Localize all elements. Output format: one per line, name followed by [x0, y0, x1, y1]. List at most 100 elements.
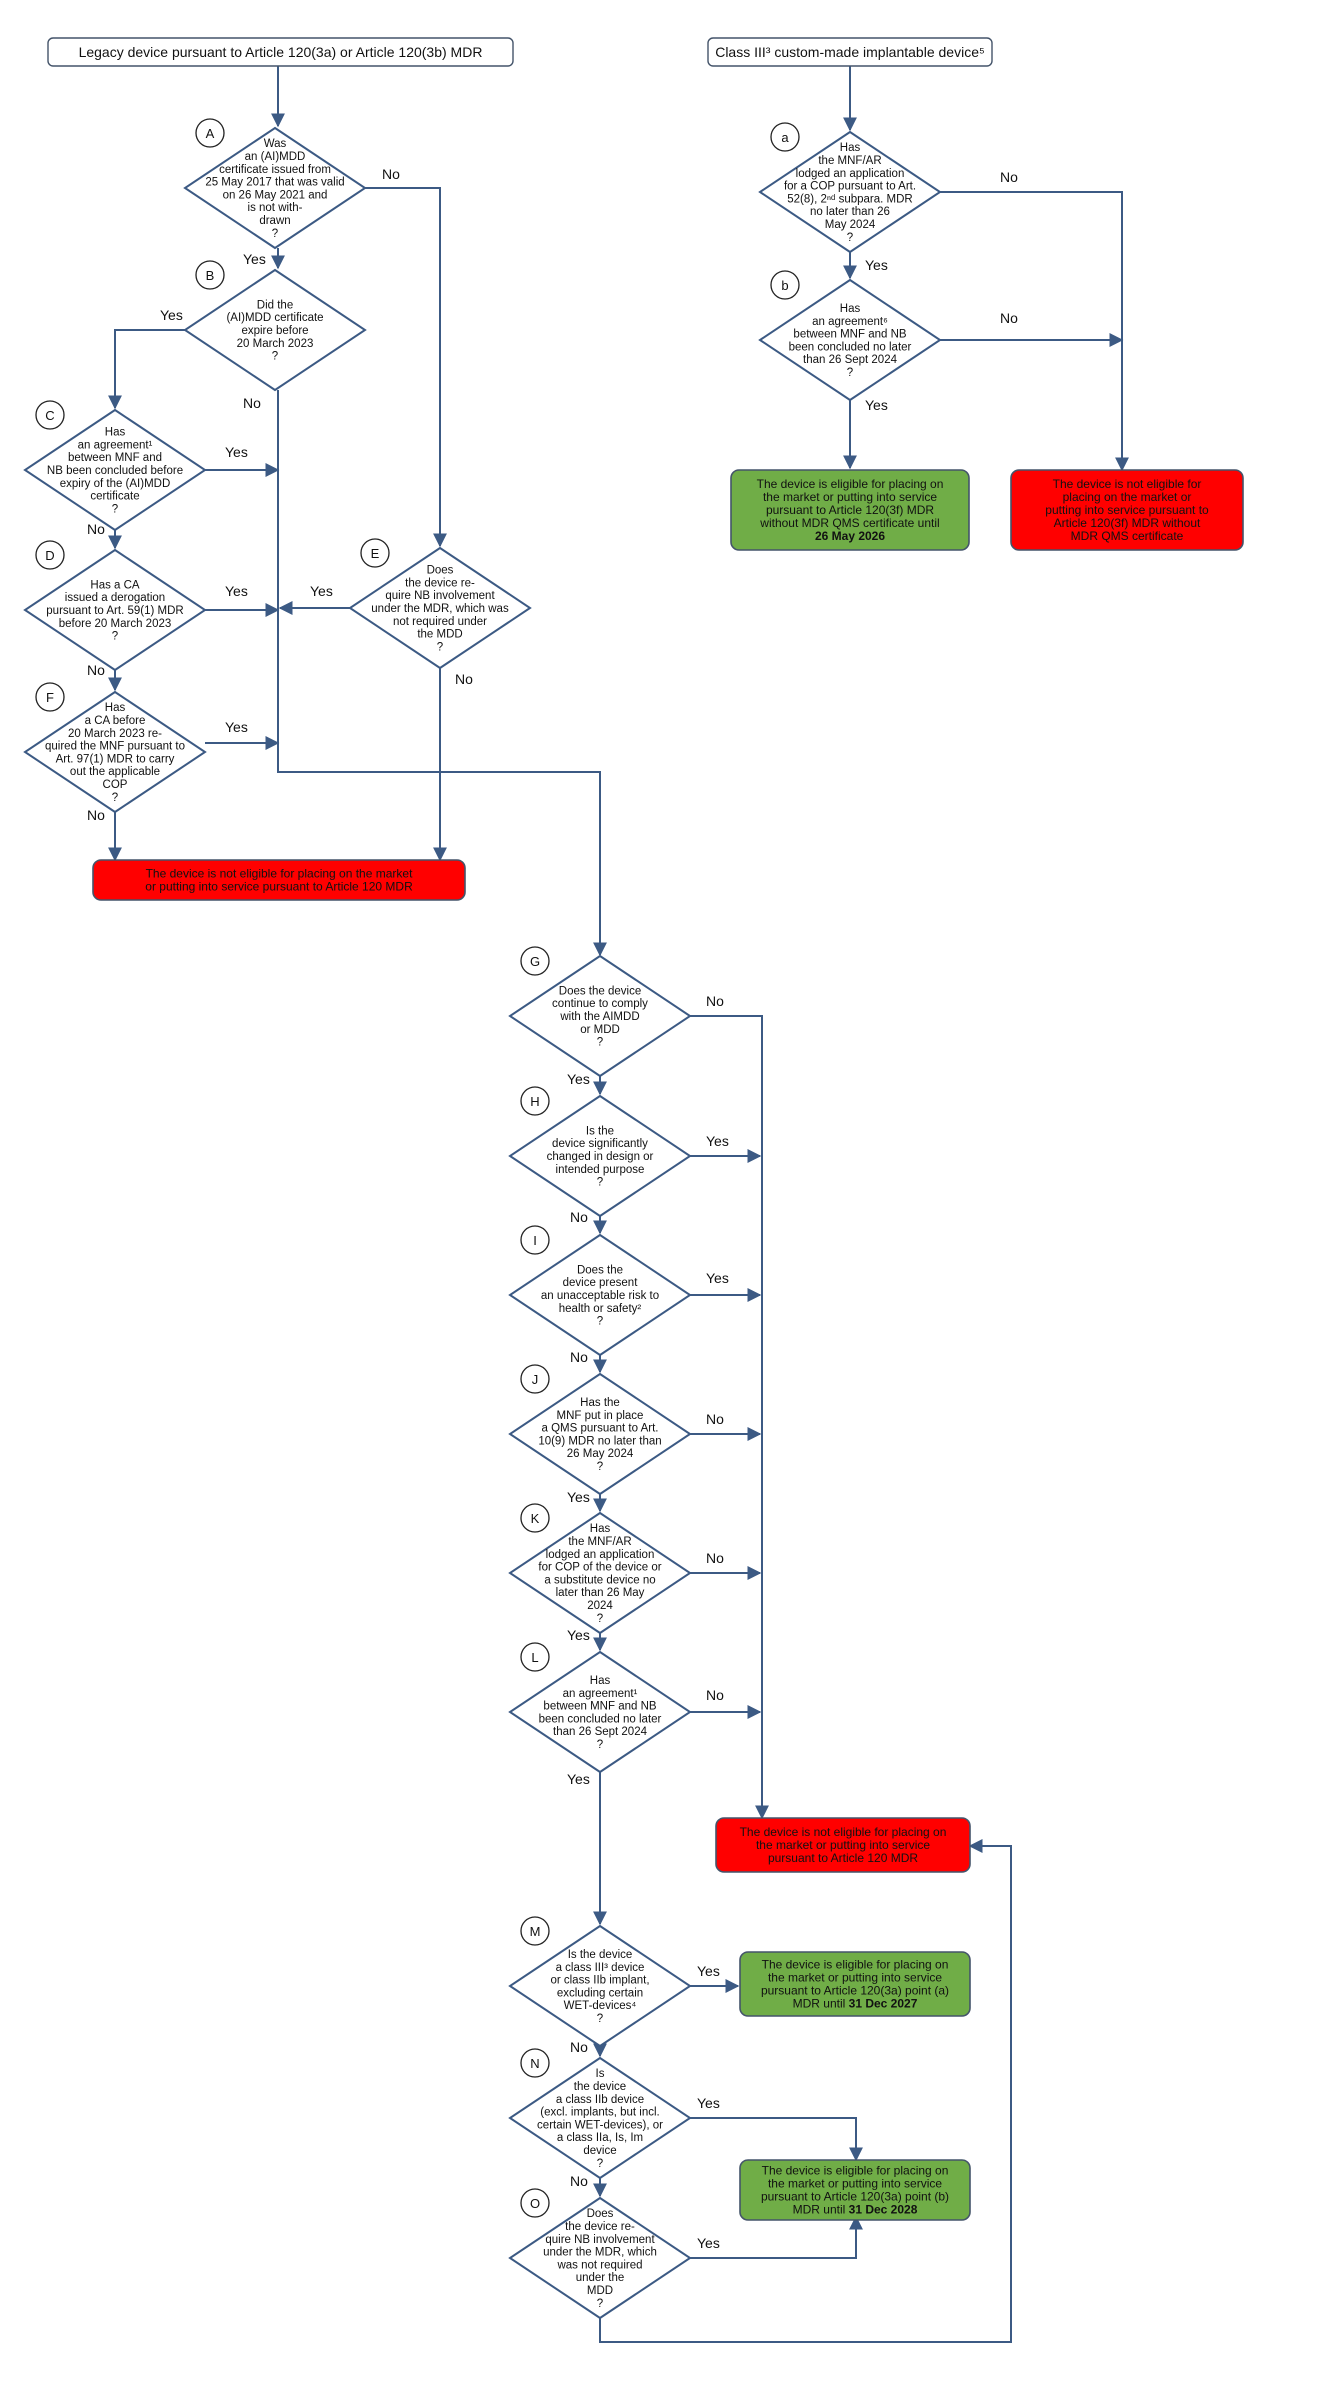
answer-label-yes: Yes	[706, 1270, 729, 1286]
header-box	[707, 37, 993, 67]
decision-text: quire NB involvement	[385, 590, 495, 602]
decision-text: the MNF/AR	[818, 155, 881, 167]
decision-text: Does the device	[559, 985, 641, 997]
decision-text: Has the	[580, 1397, 620, 1409]
outcome-deadline: MDR until 31 Dec 2028	[793, 2203, 918, 2217]
outcome-deadline: MDR until 31 Dec 2027	[793, 1997, 918, 2011]
decision-text: ?	[597, 1739, 603, 1751]
header-text: Legacy device pursuant to Article 120(3a…	[79, 44, 483, 60]
answer-label-no: No	[1000, 310, 1018, 326]
outcome-box	[739, 1951, 971, 2017]
outcome-text: pursuant to Article 120(3a) point (a)	[761, 1984, 949, 1998]
header-legacy-device: Legacy device pursuant to Article 120(3a…	[47, 37, 514, 67]
outcome-text: the market or putting into service	[756, 1838, 930, 1852]
decision-text: Has	[590, 1675, 611, 1687]
answer-label-yes: Yes	[225, 719, 248, 735]
answer-label-yes: Yes	[225, 444, 248, 460]
decision-text: or MDD	[580, 1024, 620, 1036]
outcome-text: placing on the market or	[1063, 490, 1192, 504]
step-marker	[195, 118, 225, 148]
outcome-text: The device is not eligible for placing o…	[740, 1825, 947, 1839]
decision-text: a class III³ device	[556, 1962, 645, 1974]
step-marker	[520, 1086, 550, 1116]
answer-label-no: No	[87, 807, 105, 823]
outcome-box	[739, 2159, 971, 2221]
step-letter: N	[530, 2056, 539, 2071]
outcome-text: or putting into service pursuant to Arti…	[145, 880, 413, 894]
step-letter: B	[206, 268, 215, 283]
decision-text: Was	[264, 138, 287, 150]
decision-text: certificate	[90, 491, 139, 503]
header-text: Class III³ custom-made implantable devic…	[715, 44, 985, 60]
decision-text: device significantly	[552, 1138, 648, 1150]
decision-text: under the	[576, 2272, 625, 2284]
answer-label-no: No	[706, 993, 724, 1009]
decision-text: drawn	[259, 215, 290, 227]
outcome-text: The device is not eligible for	[1053, 477, 1202, 491]
decision-text: ?	[597, 1461, 603, 1473]
decision-text: or class IIb implant,	[550, 1975, 649, 1987]
decision-text: issued a derogation	[65, 592, 165, 604]
outcome-text: pursuant to Article 120 MDR	[768, 1851, 918, 1865]
outcome-box	[715, 1817, 971, 1873]
answer-label-no: No	[706, 1687, 724, 1703]
decision-text: the MDD	[417, 629, 462, 641]
decision-text: device present	[563, 1277, 639, 1289]
decision-text: Is the device	[568, 1949, 633, 1961]
decision-text: MDD	[587, 2285, 613, 2297]
decision-text: ?	[597, 2298, 603, 2310]
decision-text: ?	[272, 351, 278, 363]
decision-text: Did the	[257, 299, 293, 311]
diagram-nodes: Legacy device pursuant to Article 120(3a…	[23, 37, 1244, 2320]
step-letter: G	[530, 954, 540, 969]
answer-label-no: No	[87, 521, 105, 537]
decision-text: (AI)MDD certificate	[226, 312, 323, 324]
outcome-text: The device is eligible for placing on	[762, 2164, 949, 2178]
outcome-box	[1010, 469, 1244, 551]
decision-diamond	[508, 2056, 692, 2180]
decision-diamond	[23, 548, 207, 672]
step-letter: H	[530, 1094, 539, 1109]
decision-text: between MNF and NB	[543, 1701, 656, 1713]
decision-text: excluding certain	[557, 1987, 643, 1999]
outcome-text: The device is eligible for placing on	[762, 1958, 949, 1972]
outcome-box	[92, 859, 466, 901]
connector-line	[599, 1839, 1012, 2343]
answer-label-yes: Yes	[567, 1489, 590, 1505]
decision-text: continue to comply	[552, 998, 648, 1010]
answer-label-no: No	[1000, 169, 1018, 185]
decision-diamond	[508, 1650, 692, 1774]
decision-text: Has a CA	[90, 579, 140, 591]
answer-label-yes: Yes	[225, 583, 248, 599]
step-letter: M	[530, 1924, 541, 1939]
step-marker	[195, 260, 225, 290]
decision-text: under the MDR, which	[543, 2247, 657, 2259]
outcome-text: Article 120(3f) MDR without	[1054, 516, 1201, 530]
answer-label-no: No	[243, 395, 261, 411]
decision-text: ?	[437, 641, 443, 653]
decision-text: pursuant to Art. 59(1) MDR	[46, 605, 183, 617]
outcome-box	[730, 469, 970, 551]
decision-text: no later than 26	[810, 206, 890, 218]
answer-label-yes: Yes	[567, 1771, 590, 1787]
decision-text: out the applicable	[70, 766, 160, 778]
decision-text: certificate issued from	[219, 164, 331, 176]
decision-text: Is	[596, 2068, 605, 2080]
outcome-text: the market or putting into service	[768, 1971, 942, 1985]
answer-label-yes: Yes	[706, 1133, 729, 1149]
outcome-not-eligible-article-120: The device is not eligible for placing o…	[92, 859, 466, 901]
step-letter: L	[531, 1650, 538, 1665]
decision-text: Has	[840, 303, 861, 315]
answer-label-no: No	[570, 2173, 588, 2189]
decision-diamond	[758, 130, 942, 254]
decision-text: on 26 May 2021 and	[223, 189, 328, 201]
decision-text: not required under	[393, 616, 487, 628]
decision-text: the MNF/AR	[568, 1536, 631, 1548]
